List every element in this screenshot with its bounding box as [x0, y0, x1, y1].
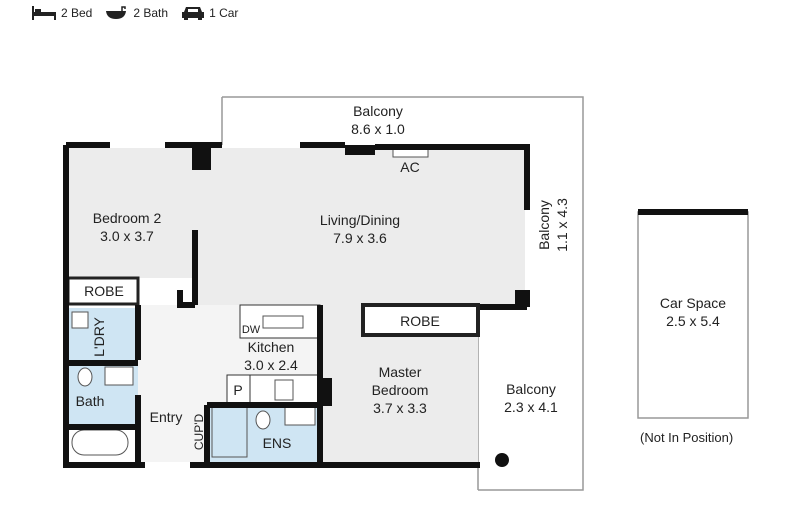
car-space-size: 2.5 x 5.4 — [666, 313, 720, 329]
laundry-label: L'DRY — [91, 316, 107, 356]
pantry-label: P — [233, 382, 242, 398]
bedroom2-size: 3.0 x 3.7 — [100, 228, 154, 244]
robe-bedroom2 — [66, 276, 140, 306]
robe-master — [361, 303, 480, 337]
car-icon — [182, 7, 205, 20]
living-size: 7.9 x 3.6 — [333, 230, 387, 246]
features-bar: 2 Bed 2 Bath 1 Car — [32, 6, 252, 20]
ac-label: AC — [400, 159, 419, 175]
bath-icon — [106, 6, 127, 19]
feature-bath: 2 Bath — [106, 6, 168, 20]
balcony-top-name: Balcony — [353, 103, 403, 119]
shower — [211, 406, 248, 458]
master-name-1: Master — [379, 364, 422, 380]
toilet-icon — [255, 410, 271, 430]
laundry-tub — [71, 311, 89, 329]
master-name-2: Bedroom — [372, 382, 429, 398]
kitchen-size: 3.0 x 2.4 — [244, 357, 298, 373]
car-count: 1 Car — [209, 6, 239, 20]
sink-icon — [262, 315, 304, 329]
bath-label: Bath — [76, 393, 105, 409]
living-name: Living/Dining — [320, 212, 400, 228]
dw-label: DW — [242, 324, 261, 336]
balcony-corner-size: 2.3 x 4.1 — [504, 399, 558, 415]
kitchen-name: Kitchen — [248, 339, 295, 355]
cooktop-icon — [274, 379, 294, 401]
robe-label-1: ROBE — [84, 283, 124, 299]
bed-icon — [32, 6, 56, 20]
bed-count: 2 Bed — [61, 6, 93, 20]
bathtub — [71, 429, 129, 456]
entry-label: Entry — [150, 409, 183, 425]
cupd-label: CUP'D — [192, 414, 206, 451]
balcony-top-size: 8.6 x 1.0 — [351, 121, 405, 137]
downpipe — [495, 453, 509, 467]
bedroom2-name: Bedroom 2 — [93, 210, 162, 226]
vanity-ens — [284, 406, 316, 426]
bedroom2-floor — [68, 148, 195, 278]
vanity-bath — [104, 366, 134, 386]
car-space-note: (Not In Position) — [640, 430, 734, 445]
robe-label-2: ROBE — [400, 313, 440, 329]
feature-car: 1 Car — [182, 6, 238, 20]
bath-count: 2 Bath — [133, 6, 169, 20]
balcony-side-size: 1.1 x 4.3 — [554, 198, 570, 252]
ac-unit — [392, 148, 429, 158]
living-floor — [195, 148, 525, 305]
toilet-icon-bath — [77, 367, 93, 387]
car-space — [637, 211, 749, 419]
feature-bed: 2 Bed — [32, 6, 92, 20]
balcony-side-name: Balcony — [536, 200, 552, 250]
car-space-name: Car Space — [660, 295, 726, 311]
balcony-corner-name: Balcony — [506, 381, 556, 397]
ens-label: ENS — [263, 435, 292, 451]
master-size: 3.7 x 3.3 — [373, 400, 427, 416]
